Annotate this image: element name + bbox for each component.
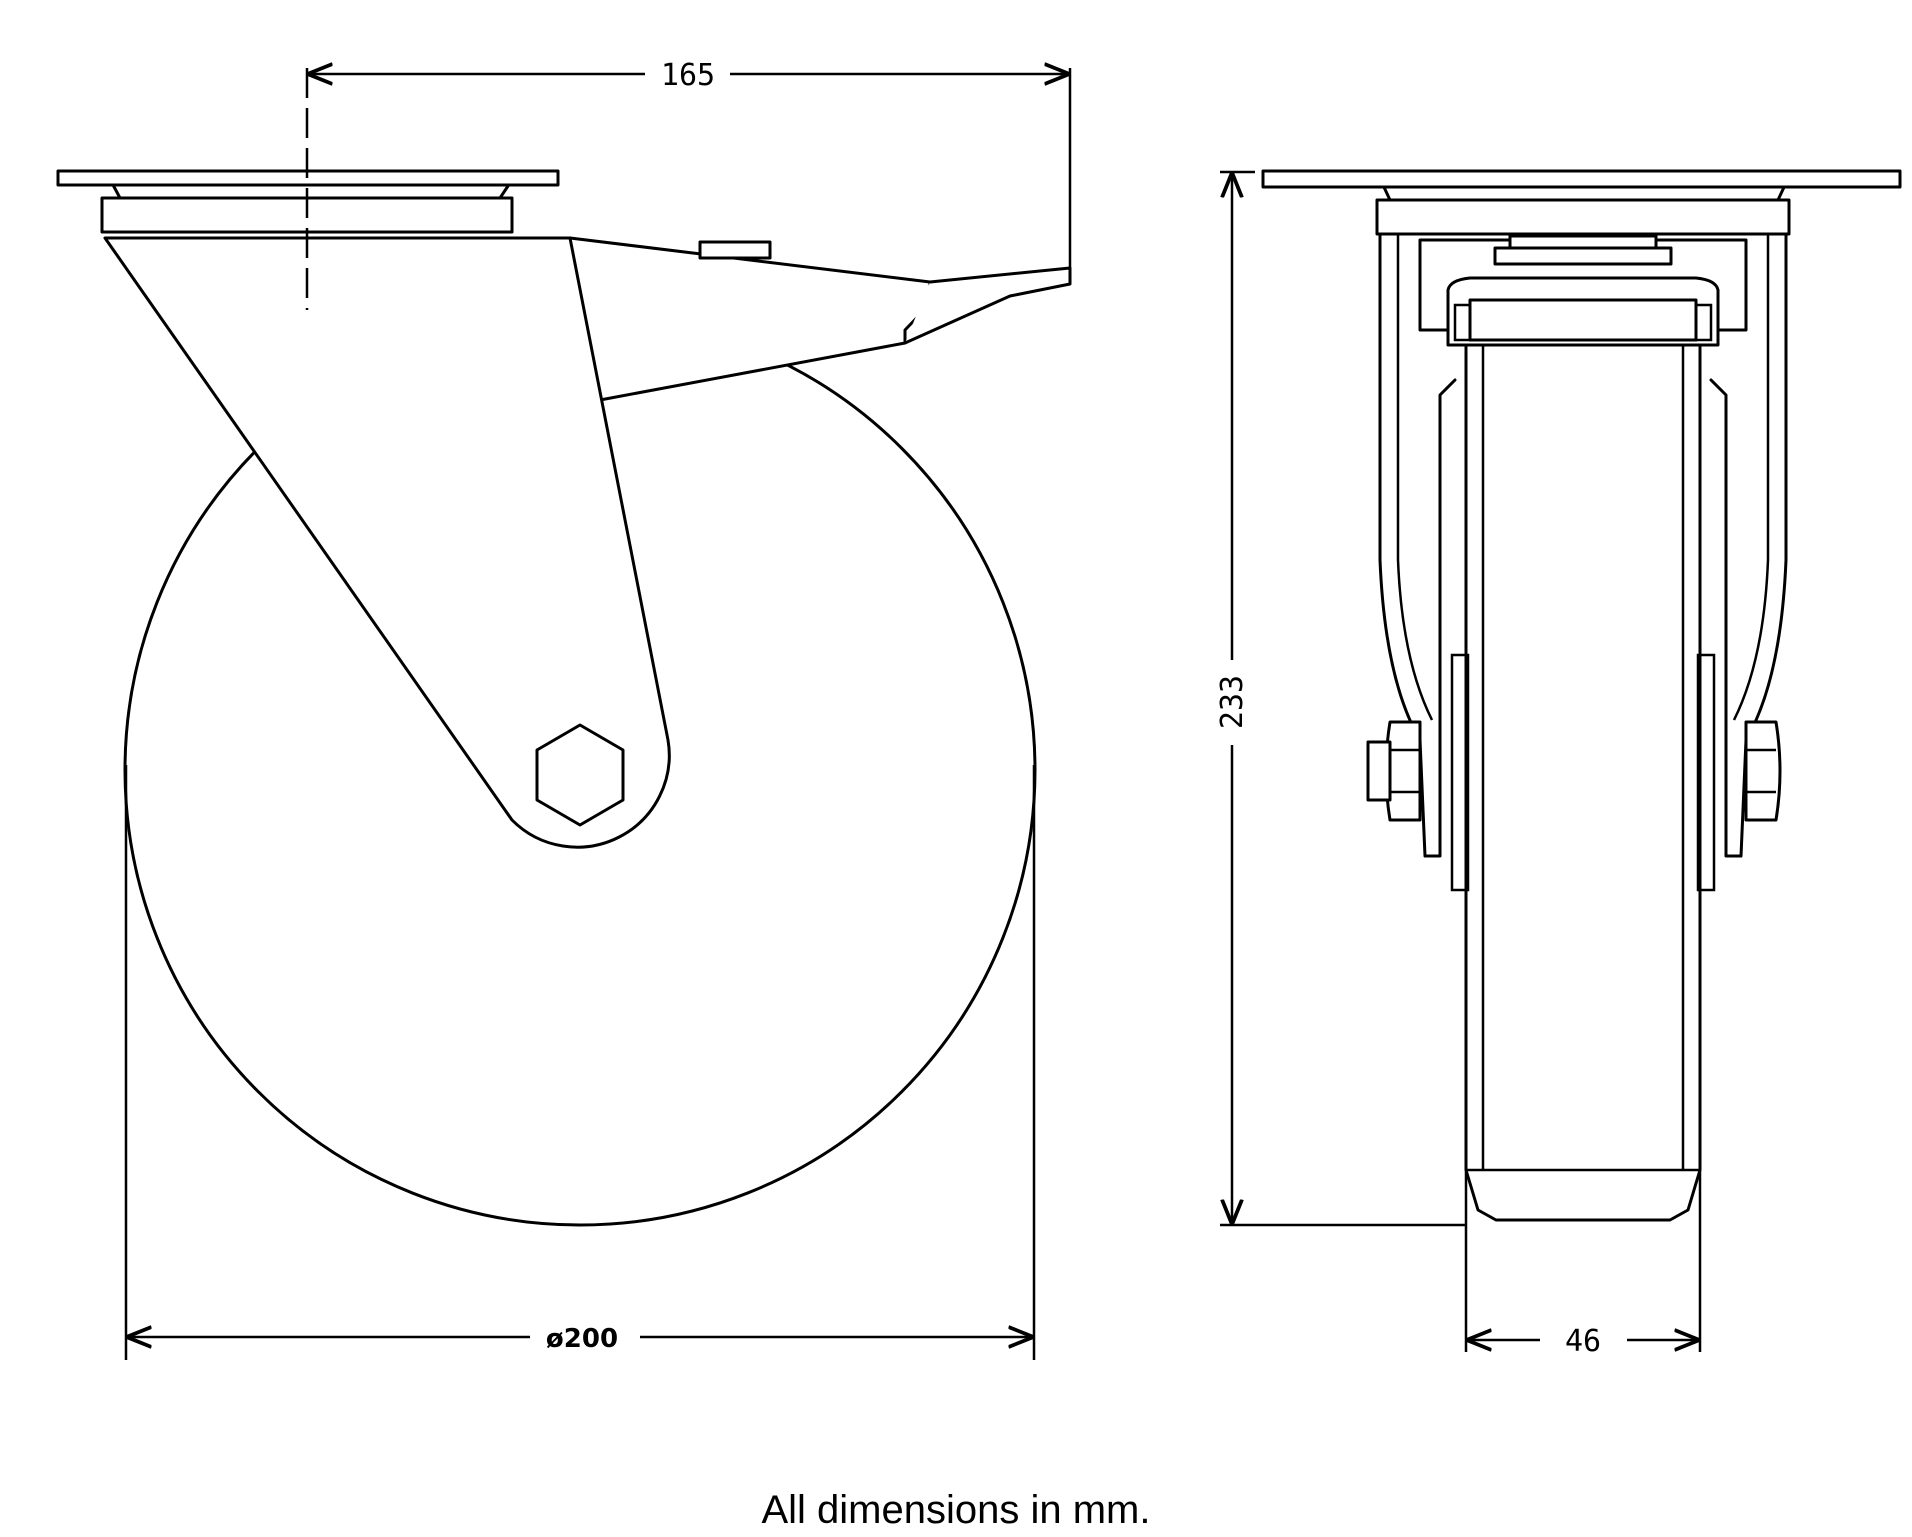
front-axle-nut-right — [1744, 720, 1782, 822]
front-fork-left-leg — [1378, 231, 1457, 858]
front-top-plate — [1261, 169, 1902, 236]
units-note: All dimensions in mm. — [761, 1488, 1151, 1532]
brake-housing — [1418, 234, 1748, 347]
axle-hex-nut — [535, 723, 625, 827]
dimension-wheel-width: 46 — [1464, 1170, 1702, 1359]
front-view: 233 46 — [1215, 169, 1902, 1359]
front-view-wheel — [1464, 343, 1702, 1222]
dimension-wheel-diameter-label: ø200 — [546, 1324, 618, 1354]
swivel-fork — [103, 236, 671, 849]
dimension-overall-height-label: 233 — [1215, 675, 1250, 729]
dimension-offset-label: 165 — [661, 58, 715, 93]
side-view: 165 ø200 — [56, 58, 1072, 1360]
dimension-wheel-diameter: ø200 — [124, 765, 1036, 1360]
front-axle-nut-left — [1366, 720, 1422, 822]
front-fork-right-leg — [1709, 231, 1788, 858]
dimension-offset: 165 — [310, 58, 1072, 268]
dimension-overall-height: 233 — [1215, 170, 1465, 1227]
dimension-wheel-width-label: 46 — [1565, 1324, 1601, 1359]
brake-lever — [568, 236, 1072, 402]
